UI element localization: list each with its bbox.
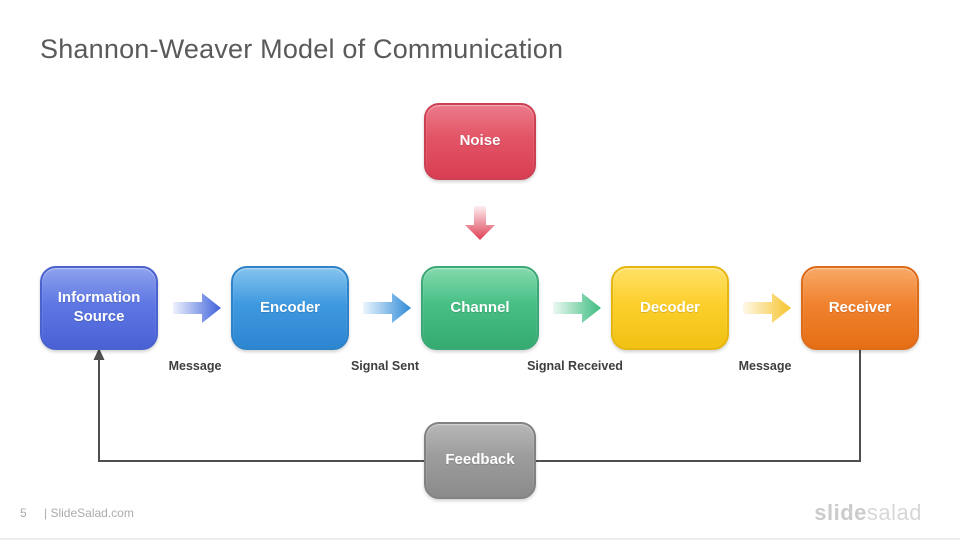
slide-title: Shannon-Weaver Model of Communication (40, 34, 564, 64)
node-receiver-label: Receiver (828, 298, 892, 316)
node-encoder: Encoder (231, 266, 349, 350)
node-decoder: Decoder (611, 266, 729, 350)
node-information-source: Information Source (40, 266, 158, 350)
node-channel-label: Channel (450, 298, 510, 316)
node-feedback: Feedback (424, 422, 536, 499)
node-encoder-label: Encoder (259, 298, 320, 316)
connector-label-message-1: Message (168, 359, 222, 373)
page-number: 5 (20, 506, 27, 520)
arrow-right-icon-2 (363, 293, 411, 323)
footer-site-text: | SlideSalad.com (44, 506, 134, 520)
node-noise-label: Noise (459, 132, 501, 150)
node-information-source-label: Information Source (57, 289, 141, 325)
node-decoder-label: Decoder (639, 298, 701, 316)
arrow-right-icon-4 (743, 293, 791, 323)
noise-down-arrow-icon (465, 206, 495, 240)
arrow-right-icon-1 (173, 293, 221, 323)
connector-label-signal-sent: Signal Sent (350, 359, 420, 373)
node-channel: Channel (421, 266, 539, 350)
node-feedback-label: Feedback (445, 451, 515, 469)
brand-logo-light: salad (866, 500, 922, 525)
brand-logo-bold: slide (814, 500, 867, 525)
brand-logo: slidesalad (814, 500, 922, 526)
connector-label-signal-received: Signal Received (527, 359, 623, 373)
node-noise: Noise (424, 103, 536, 180)
connector-label-message-2: Message (738, 359, 792, 373)
node-receiver: Receiver (801, 266, 919, 350)
arrow-right-icon-3 (553, 293, 601, 323)
